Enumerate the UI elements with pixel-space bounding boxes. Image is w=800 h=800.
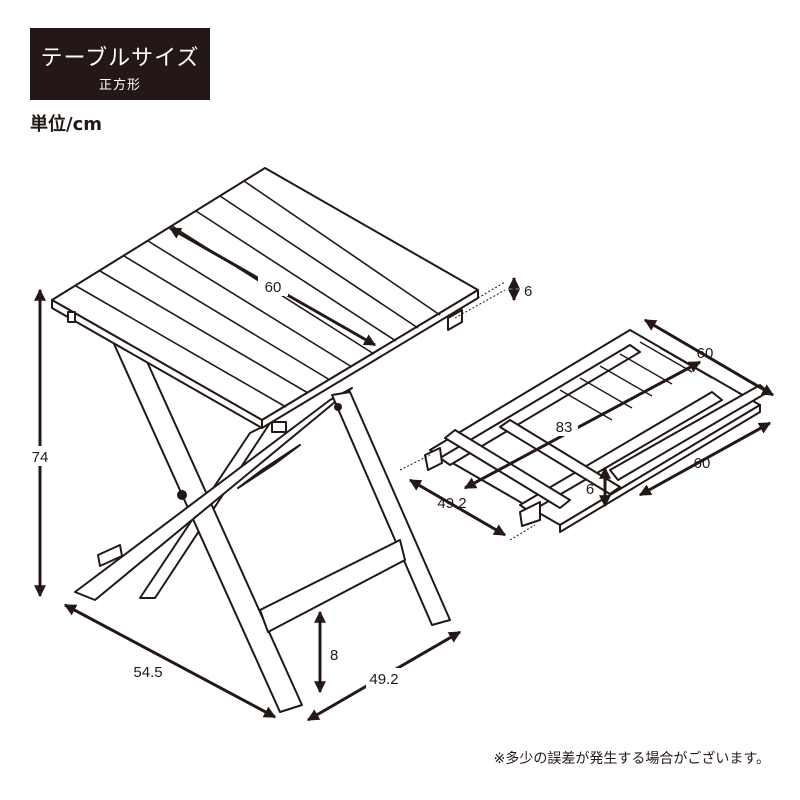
label-folded-length: 83 <box>556 419 573 436</box>
apron-front <box>271 421 287 433</box>
lower-stretcher <box>259 539 406 633</box>
unit-label: 単位/cm <box>30 114 102 135</box>
title-box: テーブルサイズ 正方形 <box>30 28 210 100</box>
dimension-labels: 60 6 74 54.5 49.2 8 60 83 60 6 49.2 <box>26 276 713 688</box>
pivot-bolt-left <box>177 490 187 500</box>
back-rail <box>237 444 301 489</box>
dim-arrow-base-depth <box>63 603 277 719</box>
folded-foot-left <box>424 447 443 471</box>
label-top-thickness: 6 <box>524 283 532 300</box>
dim-arrow-folded-depth <box>643 318 775 397</box>
open-table-drawing <box>51 167 479 713</box>
dim-arrow-folded-leg <box>408 478 507 537</box>
label-folded-thickness: 6 <box>586 481 594 498</box>
pivot-bolt-right <box>334 403 342 411</box>
disclaimer-note: ※多少の誤差が発生する場合がございます。 <box>493 751 770 767</box>
label-base-depth: 54.5 <box>133 664 162 681</box>
label-height: 74 <box>32 449 49 466</box>
extension-lines <box>399 281 536 541</box>
apron-right <box>447 309 463 331</box>
apron-left <box>67 311 76 323</box>
label-folded-depth: 60 <box>697 345 714 362</box>
dim-arrow-folded-width <box>638 421 772 497</box>
title-sub: 正方形 <box>98 78 141 93</box>
title-main: テーブルサイズ <box>40 46 200 71</box>
label-base-width: 49.2 <box>369 671 398 688</box>
dim-arrow-folded-length <box>463 360 702 490</box>
label-folded-width: 60 <box>694 455 711 472</box>
back-foot <box>97 544 123 567</box>
folded-foot-right <box>519 501 541 527</box>
label-top-width: 60 <box>265 279 282 296</box>
label-stretcher-height: 8 <box>330 647 338 664</box>
front-leg-b <box>74 387 353 601</box>
label-folded-leg: 49.2 <box>437 495 466 512</box>
